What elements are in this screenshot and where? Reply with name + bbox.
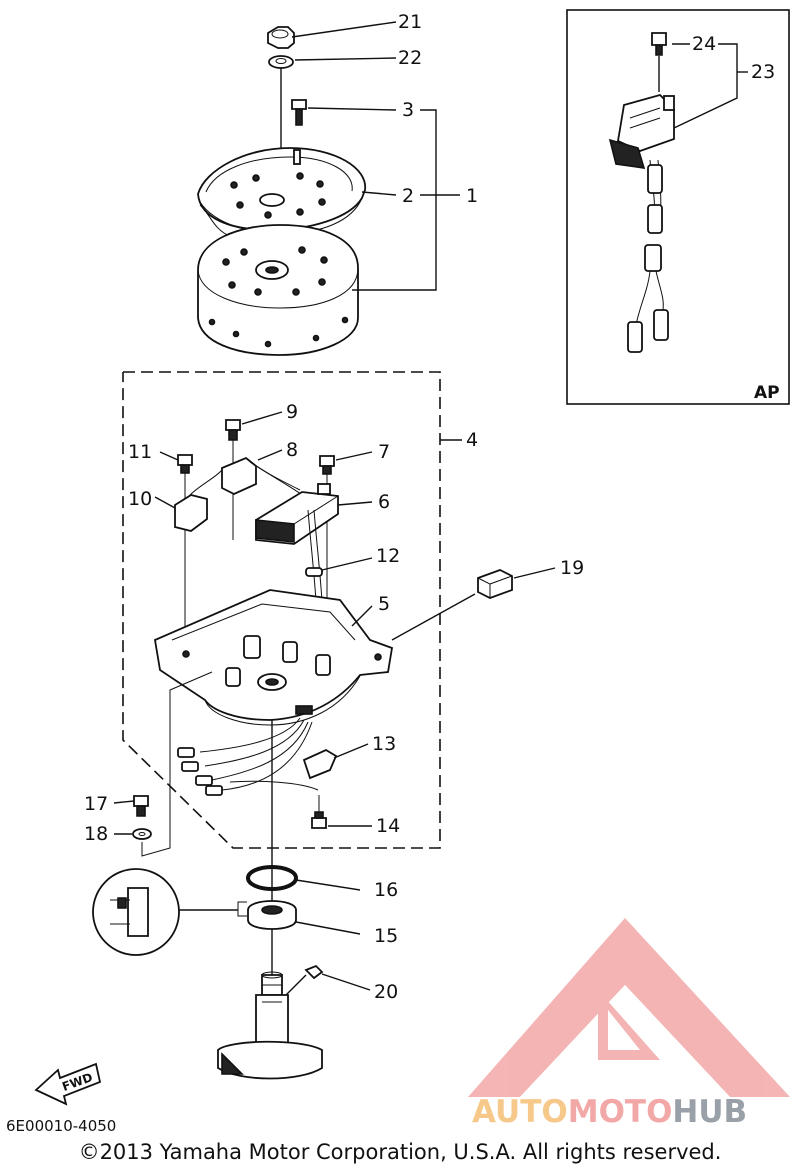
callout-4: 4 — [466, 429, 478, 451]
wire-clamp-13 — [302, 748, 338, 780]
callout-16: 16 — [374, 879, 398, 901]
stator-assembly-box — [122, 371, 441, 849]
watermark-part-hub: HUB — [672, 1094, 748, 1130]
callout-2: 2 — [402, 185, 414, 207]
rubber-grommet-19 — [477, 569, 513, 599]
screw-7 — [319, 455, 335, 475]
screw-9 — [225, 419, 241, 441]
ap-ignition-coil — [608, 93, 675, 169]
crankshaft — [217, 971, 323, 1080]
callout-7: 7 — [378, 441, 390, 463]
callout-9: 9 — [286, 401, 298, 423]
callout-12: 12 — [376, 545, 400, 567]
o-ring-16 — [246, 865, 298, 891]
callout-14: 14 — [376, 815, 400, 837]
callout-6: 6 — [378, 491, 390, 513]
screw-11 — [177, 454, 193, 474]
callout-23: 23 — [751, 61, 775, 83]
oil-seal-detail — [92, 868, 180, 956]
ap-bolt-24 — [651, 32, 667, 56]
callout-10: 10 — [128, 488, 152, 510]
watermark-part-auto: AUTO — [472, 1094, 568, 1130]
copyright-notice: ©2013 Yamaha Motor Corporation, U.S.A. A… — [78, 1140, 722, 1164]
callout-8: 8 — [286, 439, 298, 461]
callout-1: 1 — [466, 185, 478, 207]
callout-20: 20 — [374, 981, 398, 1003]
flywheel — [197, 224, 359, 356]
callout-15: 15 — [374, 925, 398, 947]
ap-label: AP — [754, 383, 780, 403]
callout-22: 22 — [398, 47, 422, 69]
charge-coil-6 — [255, 483, 339, 545]
washer-22 — [268, 55, 294, 69]
pulser-coil-8 — [221, 456, 311, 501]
lighting-coil-10 — [174, 469, 223, 532]
callout-21: 21 — [398, 11, 422, 33]
stator-base-5 — [153, 589, 394, 726]
callout-19: 19 — [560, 557, 584, 579]
callout-17: 17 — [84, 793, 108, 815]
bolt-17 — [133, 795, 149, 817]
callout-5: 5 — [378, 593, 390, 615]
washer-18 — [132, 828, 152, 840]
callout-11: 11 — [128, 441, 152, 463]
nut-21 — [267, 26, 295, 49]
bolt-3 — [291, 99, 307, 126]
oil-seal-15 — [247, 900, 297, 930]
diagram-code: 6E00010-4050 — [6, 1117, 117, 1135]
automotohub-logo-mark — [468, 918, 790, 1097]
callout-24: 24 — [692, 33, 716, 55]
watermark-part-moto: MOTO — [567, 1094, 673, 1130]
woodruff-key-20 — [304, 964, 324, 980]
fwd-arrow-icon: FWD — [34, 1062, 102, 1106]
ap-inset-box — [566, 9, 790, 405]
automotohub-watermark: AUTOMOTOHUB — [472, 1094, 747, 1130]
flywheel-cover-2 — [197, 147, 366, 237]
callout-3: 3 — [402, 99, 414, 121]
callout-18: 18 — [84, 823, 108, 845]
callout-13: 13 — [372, 733, 396, 755]
screw-14 — [311, 811, 327, 829]
